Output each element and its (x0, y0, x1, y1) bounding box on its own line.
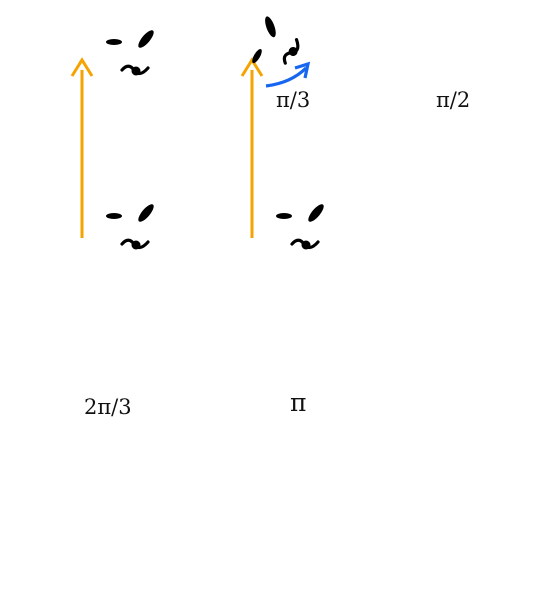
molecule-top (239, 10, 309, 82)
rotation-label-pi-over-2: π/2 (436, 88, 471, 112)
rotation-arrow (265, 66, 308, 88)
rotation-label-pi: π (290, 388, 307, 417)
panel-rotate-pi-over-3 (239, 10, 328, 252)
rotation-axis-arrowhead (70, 57, 94, 77)
molecule-bottom (274, 200, 328, 252)
rotation-label-2pi-over-3: 2π/3 (84, 395, 132, 419)
rotation-label-pi-over-3: π/3 (276, 88, 311, 112)
molecule-top (104, 26, 158, 78)
rotation-axis-arrowhead (240, 57, 264, 77)
panel-identity (70, 26, 158, 252)
rotation-arrowhead (294, 61, 311, 79)
molecule-bottom (104, 200, 158, 252)
